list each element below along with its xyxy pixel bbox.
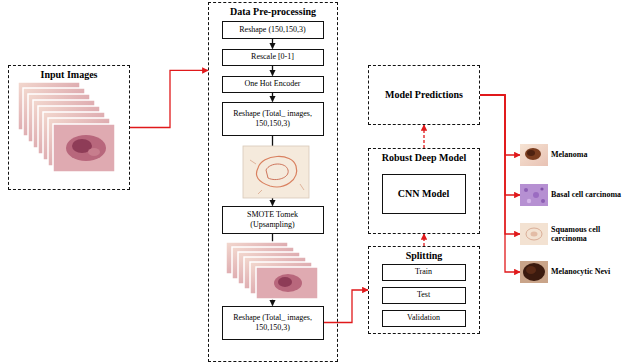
split-box: Test (382, 287, 466, 304)
input-panel: Input Images (8, 65, 130, 190)
splitting-panel: SplittingTrainTestValidation (368, 246, 480, 334)
image-stack (226, 242, 318, 299)
process-box: Rescale [0-1] (222, 49, 324, 66)
image-stack-part (274, 274, 302, 292)
process-box: Reshape (Total_ images, 150,150,3) (222, 306, 324, 340)
box-label: One Hot Encoder (245, 79, 301, 88)
class-thumbnail (520, 223, 548, 245)
class-thumbnail-part (527, 150, 535, 156)
box-label: SMOTE Tomek (Upsampling) (226, 210, 320, 228)
class-thumbnail (520, 184, 548, 206)
lesion-image-part (266, 164, 288, 180)
box-label: Test (417, 290, 430, 299)
box-label: Reshape (Total_ images, 150,150,3) (226, 313, 320, 331)
flow-arrow (272, 66, 273, 76)
image-stack-part (278, 277, 292, 287)
lesion-image-part (257, 156, 297, 186)
flow-arrow (423, 125, 424, 148)
class-thumbnail-part (520, 223, 548, 245)
class-thumbnail-part (524, 188, 528, 192)
class-thumbnail-part (526, 228, 542, 240)
box-label: CNN Model (398, 188, 449, 200)
flow-arrow (480, 95, 520, 272)
box-label: Basal cell carcinoma (551, 190, 621, 199)
box-label: Train (415, 267, 432, 276)
panel-heading: Robust Deep Model (382, 152, 466, 164)
class-label: Basal cell carcinoma (520, 182, 634, 208)
class-thumbnail-part (520, 261, 548, 283)
class-thumbnail-part (520, 184, 548, 206)
split-box: Validation (382, 310, 466, 327)
box-label: Validation (407, 313, 440, 322)
panel-heading: Input Images (41, 69, 98, 81)
box-label: Reshape (150,150,3) (239, 25, 305, 34)
class-thumbnail (520, 261, 548, 283)
class-label: Squamous cell carcinoma (520, 221, 634, 247)
class-thumbnail-part (523, 263, 545, 281)
process-box: Reshape (Total_ images, 150,150,3) (222, 102, 324, 136)
flow-arrow (480, 95, 520, 155)
process-box: SMOTE Tomek (Upsampling) (222, 206, 324, 234)
split-box: Train (382, 264, 466, 281)
class-thumbnail-part (531, 232, 538, 237)
class-thumbnail-part (527, 199, 531, 203)
lesion-image-part (250, 160, 304, 194)
predictions-panel: Model Predictions (368, 65, 480, 125)
flow-arrow (130, 70, 208, 127)
box-label: Rescale [0-1] (251, 52, 294, 61)
box-label: Melanoma (551, 150, 587, 159)
panel-heading: Splitting (406, 250, 443, 262)
flow-arrow (272, 93, 273, 102)
class-thumbnail-part (525, 148, 541, 160)
panel-heading: Data Pre-processing (230, 6, 316, 18)
preprocessing-panel: Data Pre-processingReshape (150,150,3) Re… (208, 2, 338, 362)
flow-arrow (423, 234, 424, 246)
class-thumbnail-part (540, 187, 543, 190)
image-stack-part (256, 267, 318, 299)
class-thumbnail-part (520, 144, 548, 166)
panel-heading: Model Predictions (385, 89, 463, 101)
class-label: Melanoma (520, 142, 634, 168)
box-label: Melanocytic Nevi (551, 267, 610, 276)
image-stack-part (88, 148, 100, 156)
flow-arrow (272, 39, 273, 49)
class-label: Melanocytic Nevi (520, 259, 634, 285)
model-box: CNN Model (382, 174, 466, 214)
process-box: Reshape (150,150,3) (222, 21, 324, 39)
process-box: One Hot Encoder (222, 76, 324, 93)
box-label: Squamous cell carcinoma (551, 225, 632, 243)
flow-arrow (480, 95, 520, 195)
class-thumbnail-part (526, 266, 536, 274)
lesion-image (243, 146, 309, 198)
flow-arrow (480, 95, 520, 234)
image-stack-part (53, 124, 115, 172)
image-stack-part (66, 135, 106, 161)
image-stack (18, 82, 115, 172)
class-thumbnail-part (541, 199, 545, 203)
class-thumbnail-part (533, 192, 539, 198)
model-panel: Robust Deep ModelCNN Model (368, 148, 480, 234)
box-label: Reshape (Total_ images, 150,150,3) (226, 109, 320, 127)
flow-arrow (324, 290, 369, 323)
class-thumbnail (520, 144, 548, 166)
lesion-image-part (243, 146, 309, 198)
